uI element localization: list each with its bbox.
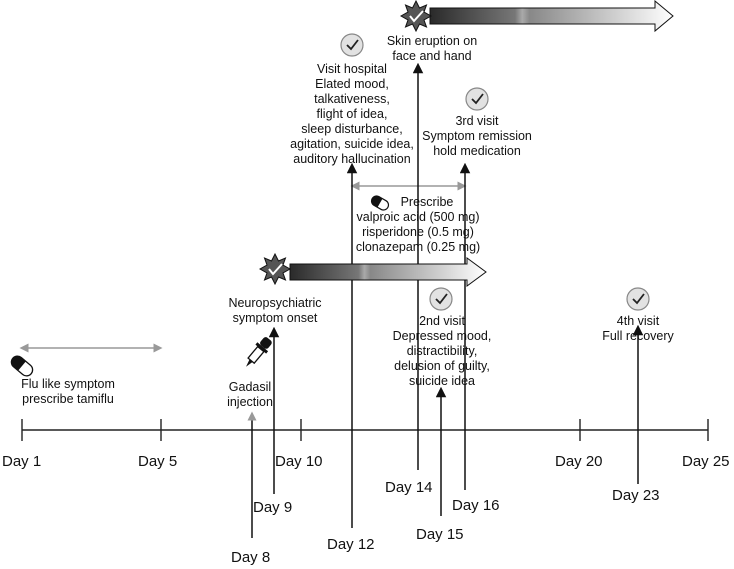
check-icon (429, 287, 453, 311)
fourth-visit-label: 4th visit Full recovery (588, 314, 688, 344)
skin-line-1: Skin eruption on (386, 34, 478, 48)
check-icon (626, 287, 650, 311)
visit-hospital-line: sleep disturbance, (301, 122, 403, 136)
day-label: Day 8 (231, 549, 271, 566)
fourth-visit-line-2: Full recovery (602, 329, 674, 343)
neuro-event-label: Neuropsychiatric symptom onset (218, 296, 332, 326)
prescribe-line: valproic acid (500 mg) (356, 210, 480, 224)
prescribe-label: Prescribe valproic acid (500 mg) risperi… (346, 195, 490, 255)
day-label: Day 1 (2, 453, 42, 470)
visit-hospital-label: Visit hospital Elated mood, talkativenes… (280, 62, 424, 167)
third-visit-line: hold medication (433, 144, 521, 158)
day-label: Day 15 (416, 526, 464, 543)
day-label: Day 20 (555, 453, 603, 470)
check-icon (465, 87, 489, 111)
gadasil-event-label: Gadasil injection (218, 380, 282, 410)
day-label: Day 10 (275, 453, 323, 470)
visit-hospital-line: Elated mood, (315, 77, 389, 91)
gadasil-line-2: injection (227, 395, 273, 409)
fourth-visit-line-1: 4th visit (616, 314, 660, 328)
skin-line-2: face and hand (392, 49, 472, 63)
day-label: Day 5 (138, 453, 178, 470)
visit-hospital-line: Visit hospital (317, 62, 387, 76)
third-visit-line: 3rd visit (455, 114, 499, 128)
check-icon (340, 33, 364, 57)
third-visit-label: 3rd visit Symptom remission hold medicat… (412, 114, 542, 159)
day-label: Day 12 (327, 536, 375, 553)
neuro-line-2: symptom onset (232, 311, 318, 325)
second-visit-line: 2nd visit (419, 314, 465, 328)
third-visit-line: Symptom remission (422, 129, 532, 143)
visit-hospital-line: auditory hallucination (293, 152, 411, 166)
visit-hospital-line: flight of idea, (316, 107, 388, 121)
burst-icon (258, 252, 292, 286)
pill-icon (10, 355, 34, 377)
prescribe-line: Prescribe (400, 195, 454, 209)
arrow-icon (289, 257, 487, 287)
day-label: Day 14 (385, 479, 433, 496)
dropper-icon (246, 337, 272, 367)
neuro-line-1: Neuropsychiatric (228, 296, 322, 310)
burst-icon (399, 0, 433, 33)
second-visit-line: distractibility, (406, 344, 478, 358)
second-visit-line: suicide idea (408, 374, 475, 388)
pill-icon (370, 195, 390, 211)
visit-hospital-line: talkativeness, (314, 92, 390, 106)
second-visit-line: delusion of guilty, (394, 359, 490, 373)
day-label: Day 16 (452, 497, 500, 514)
flu-event-label: Flu like symptom prescribe tamiflu (0, 377, 136, 407)
prescribe-line: clonazepam (0.25 mg) (355, 240, 481, 254)
day-label: Day 23 (612, 487, 660, 504)
visit-hospital-line: agitation, suicide idea, (290, 137, 414, 151)
day-label: Day 9 (253, 499, 293, 516)
timeline-ticks (21, 419, 709, 441)
second-visit-line: Depressed mood, (392, 329, 492, 343)
second-visit-label: 2nd visit Depressed mood, distractibilit… (384, 314, 500, 389)
arrow-icon (429, 0, 674, 33)
flu-line-1: Flu like symptom (21, 377, 115, 391)
prescribe-line: risperidone (0.5 mg) (362, 225, 474, 239)
gadasil-line-1: Gadasil (228, 380, 272, 394)
skin-eruption-label: Skin eruption on face and hand (376, 34, 488, 64)
flu-line-2: prescribe tamiflu (22, 392, 114, 406)
day-label: Day 25 (682, 453, 730, 470)
